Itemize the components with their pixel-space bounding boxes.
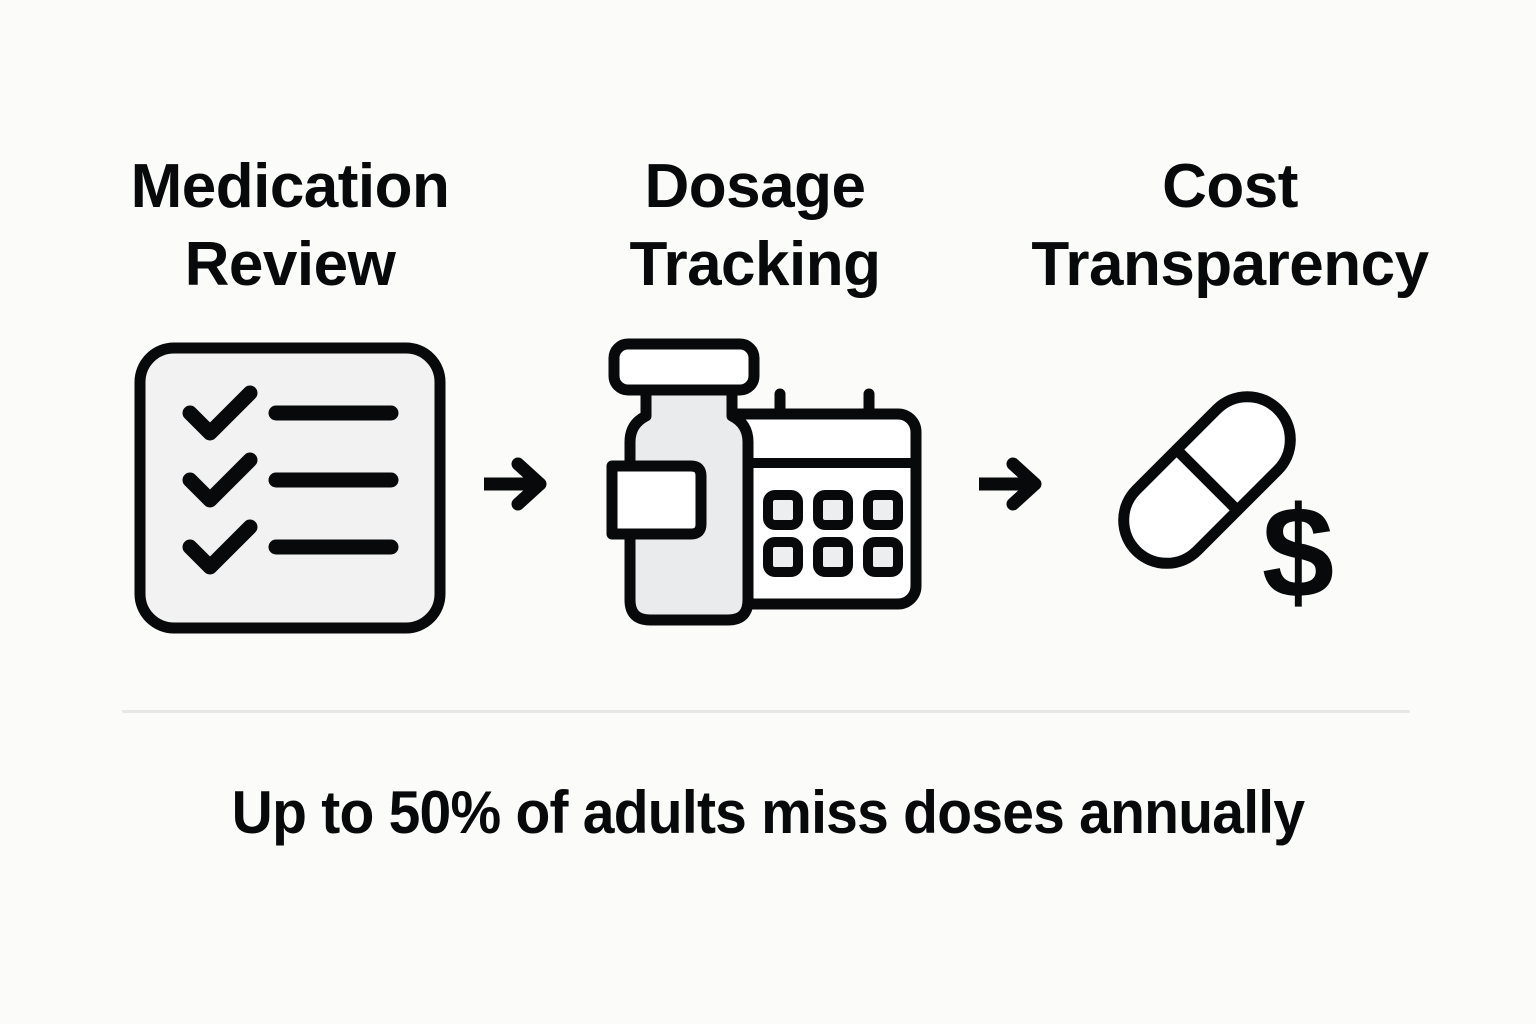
checklist-icon bbox=[126, 332, 451, 637]
dollar-sign-glyph: $ bbox=[1262, 479, 1334, 625]
pill-bottle-shape bbox=[606, 338, 760, 626]
step-title-dosage-tracking: Dosage Tracking bbox=[629, 152, 882, 299]
capsule-dollar-icon: $ bbox=[1085, 332, 1385, 637]
pill-bottle-calendar-icon bbox=[592, 332, 937, 637]
arrow-right-icon bbox=[470, 448, 560, 520]
step-title-medication-review: Medication Review bbox=[130, 152, 450, 299]
step-title-cost-transparency: Cost Transparency bbox=[1031, 152, 1429, 299]
arrow-right-icon bbox=[965, 448, 1055, 520]
section-divider bbox=[122, 710, 1410, 713]
svg-text:$: $ bbox=[1262, 479, 1334, 625]
capsule-shape bbox=[1118, 391, 1296, 569]
statistic-caption: Up to 50% of adults miss doses annually bbox=[231, 779, 1305, 846]
